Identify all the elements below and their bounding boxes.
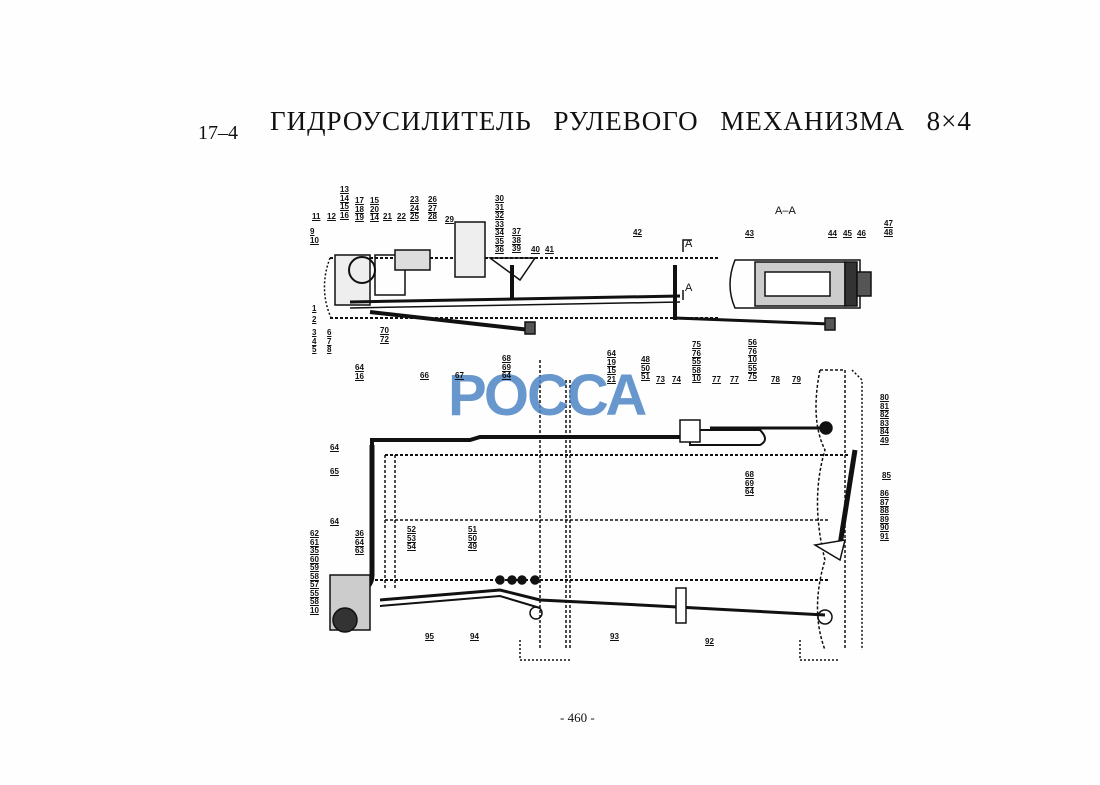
callout: 75 76 55 58 10 bbox=[692, 340, 701, 383]
callout: 77 bbox=[712, 375, 721, 384]
callout: 11 bbox=[312, 212, 321, 221]
callout: 37 38 39 bbox=[512, 227, 521, 253]
callout: 40 bbox=[531, 245, 540, 254]
section-marker-top: А bbox=[685, 238, 693, 250]
bottom-view bbox=[329, 360, 863, 661]
callout: 2 bbox=[312, 315, 317, 324]
page-number: - 460 - bbox=[560, 710, 595, 725]
callout: 6 7 8 bbox=[327, 328, 332, 354]
callout: 64 bbox=[330, 443, 339, 452]
section-view-label: А–А bbox=[775, 205, 796, 217]
callout: 43 bbox=[745, 229, 754, 238]
callout: 92 bbox=[705, 637, 714, 646]
callout: 86 87 88 89 90 91 bbox=[880, 489, 889, 541]
callout: 41 bbox=[545, 245, 554, 254]
callout: 73 bbox=[656, 375, 665, 384]
callout: 44 bbox=[828, 229, 837, 238]
callout: 26 27 28 bbox=[428, 195, 437, 221]
callout: 66 bbox=[420, 371, 429, 380]
section-marker-bottom: А bbox=[685, 282, 693, 294]
callout: 47 48 bbox=[884, 219, 893, 237]
callout: 85 bbox=[882, 471, 891, 480]
watermark-logo: РОССА bbox=[448, 363, 647, 428]
callout: 45 bbox=[843, 229, 852, 238]
callout: 79 bbox=[792, 375, 801, 384]
callout: 64 16 bbox=[355, 363, 364, 381]
callout: 21 bbox=[383, 212, 392, 221]
callout: 1 bbox=[312, 304, 317, 313]
callout: 22 bbox=[397, 212, 406, 221]
callout: 93 bbox=[610, 632, 619, 641]
callout: 17 18 19 bbox=[355, 196, 364, 222]
section-number: 17–4 bbox=[198, 122, 238, 144]
callout: 48 50 51 bbox=[641, 355, 650, 381]
callout: 3 4 5 bbox=[312, 328, 317, 354]
callout: 77 bbox=[730, 375, 739, 384]
callout: 12 bbox=[327, 212, 336, 221]
callout: 15 20 14 bbox=[370, 196, 379, 222]
callout: 36 64 63 bbox=[355, 529, 364, 555]
callout: 13 14 15 16 bbox=[340, 185, 349, 220]
callout: 30 31 32 33 34 35 36 bbox=[495, 194, 504, 254]
callout: 23 24 25 bbox=[410, 195, 419, 221]
callout: 65 bbox=[330, 467, 339, 476]
callout: 67 bbox=[455, 371, 464, 380]
callout: 51 50 49 bbox=[468, 525, 477, 551]
callout: 42 bbox=[633, 228, 642, 237]
callout: 95 bbox=[425, 632, 434, 641]
callout: 56 76 10 55 75 bbox=[748, 338, 757, 381]
callout: 78 bbox=[771, 375, 780, 384]
callout: 9 10 bbox=[310, 227, 319, 245]
callout: 68 69 64 bbox=[502, 354, 511, 380]
callout: 80 81 82 83 84 49 bbox=[880, 393, 889, 445]
callout: 74 bbox=[672, 375, 681, 384]
callout: 94 bbox=[470, 632, 479, 641]
callout: 68 69 64 bbox=[745, 470, 754, 496]
callout: 62 61 35 60 59 58 57 55 58 10 bbox=[310, 529, 319, 615]
callout: 70 72 bbox=[380, 326, 389, 344]
callout: 46 bbox=[857, 229, 866, 238]
page-title: ГИДРОУСИЛИТЕЛЬ РУЛЕВОГО МЕХАНИЗМА 8×4 bbox=[270, 106, 972, 136]
callout: 64 bbox=[330, 517, 339, 526]
callout: 64 19 15 21 bbox=[607, 349, 616, 384]
callout: 52 53 54 bbox=[407, 525, 416, 551]
top-view bbox=[323, 221, 872, 335]
callout: 29 bbox=[445, 215, 454, 224]
